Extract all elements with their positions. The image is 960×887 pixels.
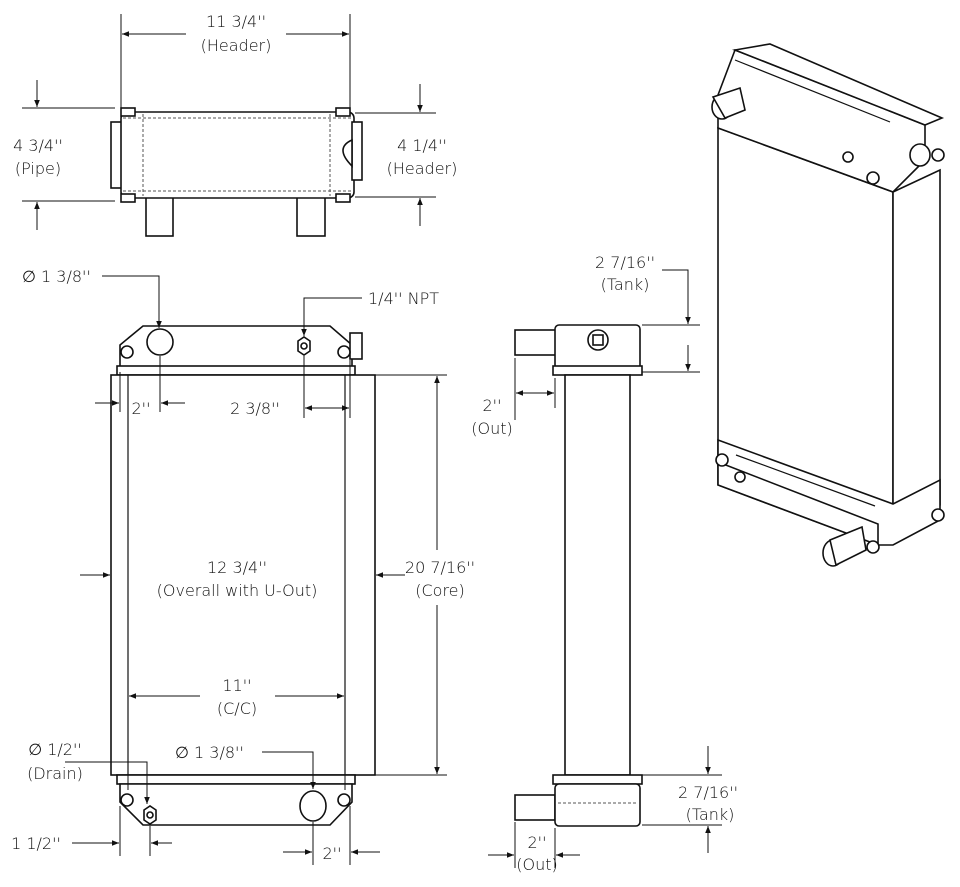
inlet-port [146,328,174,356]
inlet-diameter-label: ∅ 1 3/8'' [22,267,91,286]
core-height-note: (Core) [415,581,465,600]
inlet-offset-label: 2'' [132,399,151,418]
isometric-view [711,43,945,567]
bottom-tank [119,783,353,826]
side-view: 2 7/16'' (Tank) 2'' (Out) 2 7/16'' (Tank… [471,253,738,874]
top-outlet-stub [514,329,558,356]
top-tank-note: (Tank) [601,275,650,294]
top-out-value: 2'' [483,396,502,415]
header-dim-value: 4 1/4'' [397,136,447,155]
bottom-out-note: (Out) [516,855,558,874]
overall-width-note: (Overall with U-Out) [157,581,318,600]
pipe-dim-value: 4 3/4'' [13,136,63,155]
side-core [564,374,631,776]
top-view: 11 3/4'' (Header) 4 3/4'' (Pipe) 4 1/4''… [13,12,458,237]
core-height-value: 20 7/16'' [405,558,475,577]
npt-port [342,138,353,168]
outlet-offset-label: 2'' [323,844,342,863]
bottom-out-value: 2'' [528,833,547,852]
header-width-note: (Header) [201,36,272,55]
pipe-dim-note: (Pipe) [15,159,61,178]
header-body [120,111,355,199]
outlet-port [299,790,327,822]
core [110,374,376,776]
outlet-diameter-label: ∅ 1 3/8'' [175,743,244,762]
side-bottom-tank [554,783,641,827]
front-view: ∅ 1 3/8'' 1/4'' NPT 2'' 2 3/8'' 12 3/4''… [11,267,475,865]
header-dim-note: (Header) [387,159,458,178]
cc-note: (C/C) [217,699,257,718]
drain-offset-label: 1 1/2'' [11,834,61,853]
npt-offset-label: 2 3/8'' [230,399,280,418]
bottom-pipe-left [145,195,174,237]
right-fitting [351,121,363,181]
bottom-pipe-right [296,195,326,237]
drain-note: (Drain) [27,764,83,783]
bottom-tank-value: 2 7/16'' [678,783,738,802]
top-tank-value: 2 7/16'' [595,253,655,272]
header-width-value: 11 3/4'' [206,12,266,31]
iso-core-side [892,168,941,532]
cc-value: 11'' [222,676,251,695]
bottom-outlet-stub [514,794,556,821]
top-out-note: (Out) [471,419,513,438]
overall-width-value: 12 3/4'' [207,558,267,577]
drain-diameter-label: ∅ 1/2'' [28,740,82,759]
bottom-tank-note: (Tank) [686,805,735,824]
npt-label: 1/4'' NPT [368,289,439,308]
